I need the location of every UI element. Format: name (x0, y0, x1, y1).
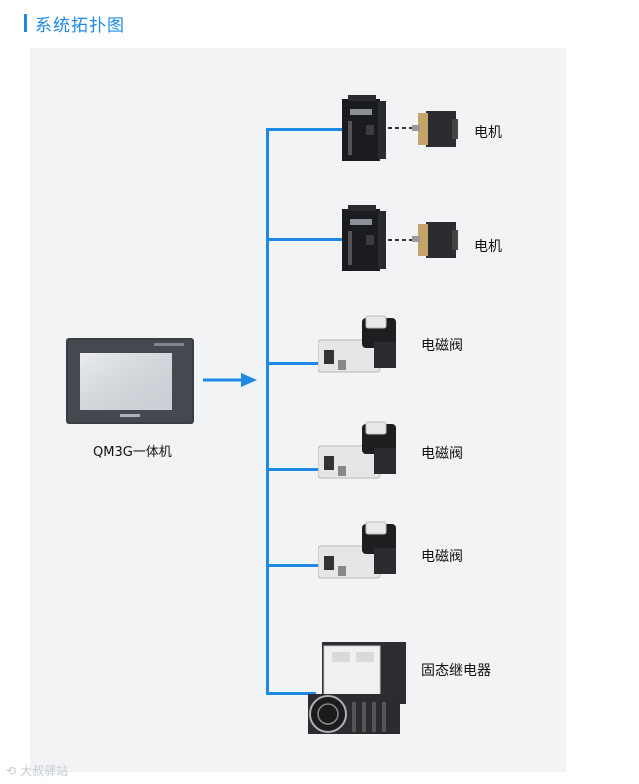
device-label-5: 电磁阀 (421, 549, 463, 565)
dashed-link-2 (388, 239, 414, 241)
motor-image-2 (412, 222, 458, 258)
branch-line-6 (266, 692, 316, 695)
device-label-1: 电机 (474, 125, 502, 141)
branch-line-5 (266, 564, 324, 567)
device-label-6: 固态继电器 (421, 663, 491, 679)
watermark: ⟲ 大叔驿站 (6, 762, 68, 779)
motor-image-1 (412, 111, 458, 147)
stepper-driver-image-2 (342, 205, 386, 271)
section-header: 系统拓扑图 (24, 10, 125, 36)
solenoid-valve-image-2 (318, 421, 396, 479)
branch-line-2 (266, 238, 342, 241)
solid-state-relay-image (308, 642, 406, 734)
stepper-driver-image-1 (342, 95, 386, 161)
dashed-link-1 (388, 127, 414, 129)
solenoid-valve-image-1 (318, 315, 396, 373)
branch-line-4 (266, 468, 324, 471)
branch-line-1 (266, 128, 342, 131)
solenoid-valve-image-3 (318, 521, 396, 579)
watermark-logo-icon: ⟲ (6, 763, 17, 778)
watermark-text: 大叔驿站 (20, 764, 69, 778)
hmi-device-image (66, 338, 194, 424)
page-title: 系统拓扑图 (35, 15, 125, 36)
device-label-3: 电磁阀 (421, 338, 463, 354)
bus-vertical-line (266, 128, 269, 694)
connection-arrow-icon (203, 373, 257, 387)
device-label-4: 电磁阀 (421, 446, 463, 462)
branch-line-3 (266, 362, 324, 365)
header-accent-bar (24, 14, 27, 32)
hmi-label: QM3G一体机 (93, 445, 172, 460)
device-label-2: 电机 (474, 239, 502, 255)
